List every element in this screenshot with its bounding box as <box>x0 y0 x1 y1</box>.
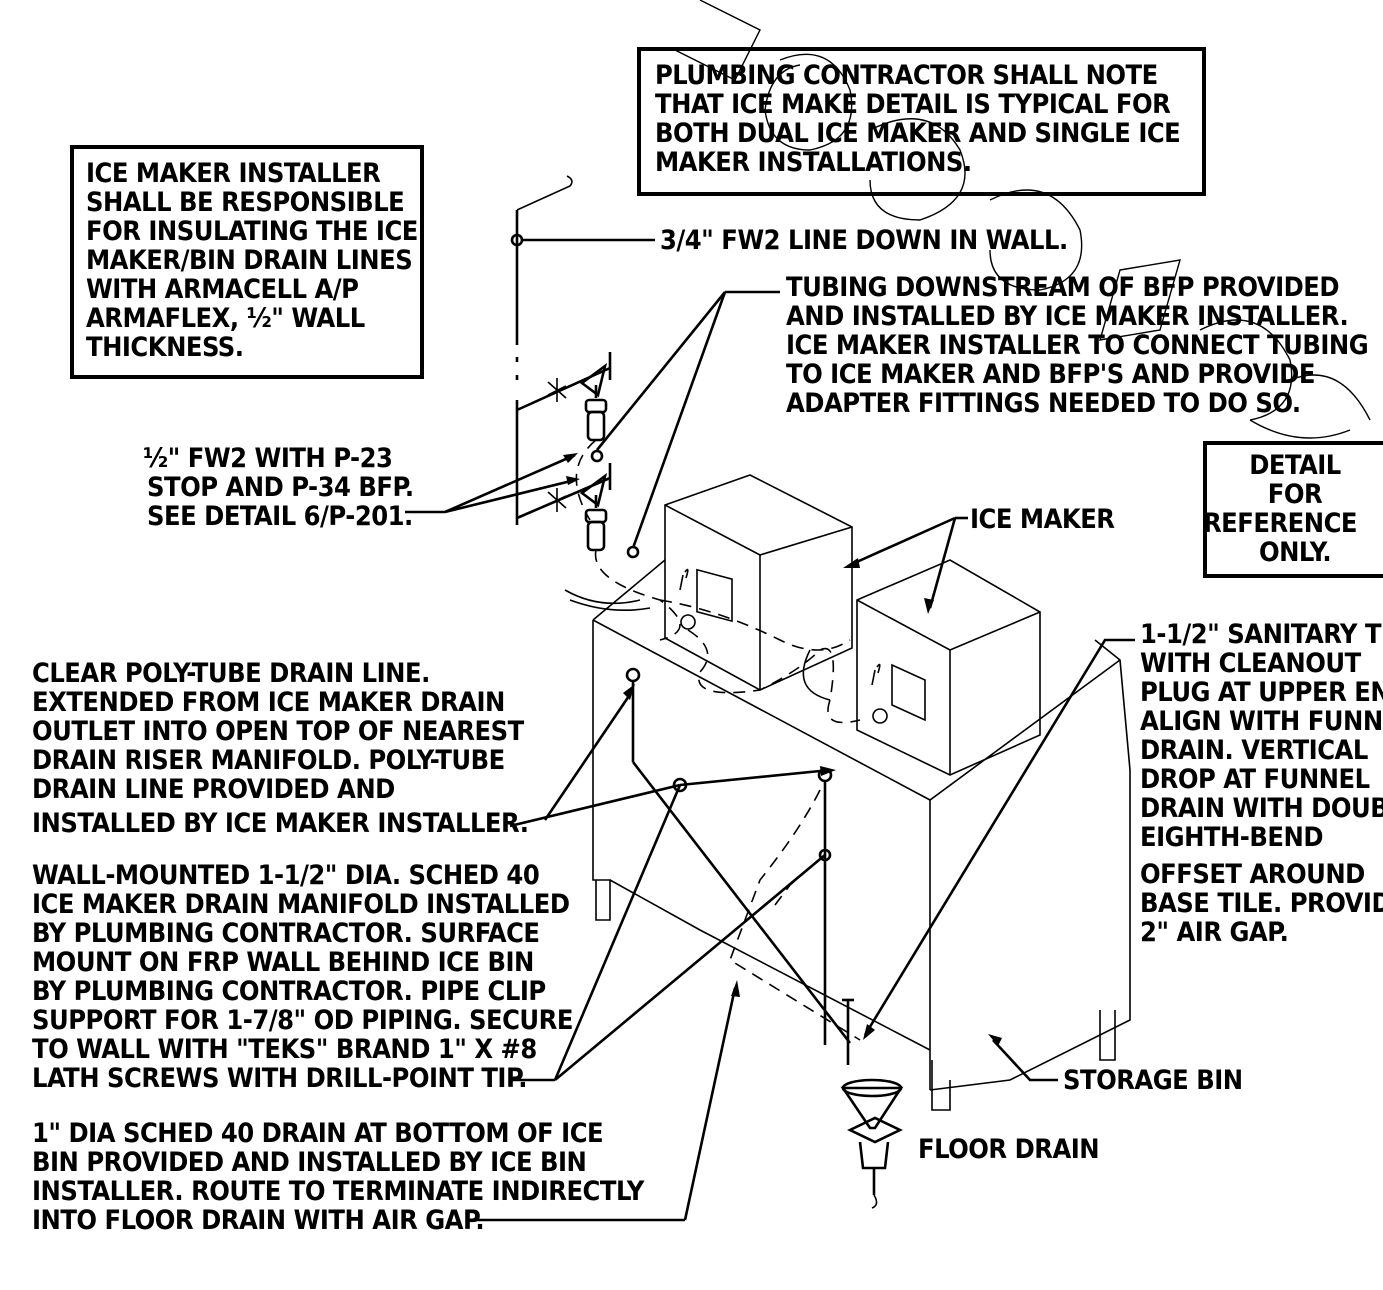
valve-icon <box>547 362 608 442</box>
note-line: DRAIN LINE PROVIDED AND <box>32 774 395 805</box>
note-line: SEE DETAIL 6/P-201. <box>147 501 413 532</box>
note-line: SUPPORT FOR 1-7/8" OD PIPING. SECURE <box>32 1005 573 1036</box>
note-line: SHALL BE RESPONSIBLE <box>86 187 404 218</box>
note-line: AND INSTALLED BY ICE MAKER INSTALLER. <box>786 301 1348 332</box>
note-line: STOP AND P-34 BFP. <box>147 472 414 503</box>
ice-maker-label: ICE MAKER <box>970 504 1115 535</box>
tubing-note: TUBING DOWNSTREAM OF BFP PROVIDED AND IN… <box>786 272 1369 419</box>
note-line: PLUMBING CONTRACTOR SHALL NOTE <box>655 60 1158 91</box>
note-line: THICKNESS. <box>86 332 244 363</box>
note-line: REFERENCE <box>1203 508 1357 539</box>
note-line: ½" FW2 WITH P-23 <box>143 443 392 474</box>
note-line: OUTLET INTO OPEN TOP OF NEAREST <box>32 716 525 747</box>
note-line: DRAIN WITH DOUBLE <box>1140 793 1383 824</box>
note-line: FOR INSULATING THE ICE <box>86 216 418 247</box>
note-line: INSTALLER. ROUTE TO TERMINATE INDIRECTLY <box>32 1176 645 1207</box>
note-line: OFFSET AROUND <box>1140 859 1365 890</box>
note-line: CLEAR POLY-TUBE DRAIN LINE. <box>32 658 430 689</box>
detail-reference-note: DETAIL FOR REFERENCE ONLY. <box>1203 450 1358 568</box>
note-line: MAKER/BIN DRAIN LINES <box>86 245 412 276</box>
note-line: ALIGN WITH FUNNEL <box>1140 706 1383 737</box>
note-line: DETAIL <box>1249 450 1341 481</box>
note-line: WALL-MOUNTED 1-1/2" DIA. SCHED 40 <box>32 860 539 891</box>
note-line: ONLY. <box>1259 537 1331 568</box>
note-line: EXTENDED FROM ICE MAKER DRAIN <box>32 687 505 718</box>
note-line: PLUG AT UPPER END. <box>1140 677 1383 708</box>
detail-reference-box <box>1203 441 1383 578</box>
plumbing-contractor-note-box <box>637 47 1206 196</box>
plumbing-contractor-note: PLUMBING CONTRACTOR SHALL NOTE THAT ICE … <box>655 60 1181 178</box>
note-line: ARMAFLEX, ½" WALL <box>86 303 365 334</box>
note-line: TO ICE MAKER AND BFP'S AND PROVIDE <box>786 359 1315 390</box>
note-line: DROP AT FUNNEL <box>1140 764 1370 795</box>
note-line: INSTALLED BY ICE MAKER INSTALLER. <box>32 808 528 839</box>
valve-icon <box>547 472 608 552</box>
note-line: 1" DIA SCHED 40 DRAIN AT BOTTOM OF ICE <box>32 1118 603 1149</box>
note-line: MOUNT ON FRP WALL BEHIND ICE BIN <box>32 947 534 978</box>
sanitary-tee-note: 1-1/2" SANITARY TEE WITH CLEANOUT PLUG A… <box>1140 619 1383 948</box>
bin-drain-note: 1" DIA SCHED 40 DRAIN AT BOTTOM OF ICE B… <box>32 1118 645 1236</box>
note-line: WITH ARMACELL A/P <box>86 274 358 305</box>
watermark <box>674 0 1371 439</box>
note-line: ICE MAKER DRAIN MANIFOLD INSTALLED <box>32 889 570 920</box>
note-line: TO WALL WITH "TEKS" BRAND 1" X #8 <box>32 1034 537 1065</box>
note-line: BY PLUMBING CONTRACTOR. PIPE CLIP <box>32 976 546 1007</box>
note-line: DRAIN RISER MANIFOLD. POLY-TUBE <box>32 745 505 776</box>
note-line: BY PLUMBING CONTRACTOR. SURFACE <box>32 918 540 949</box>
floor-drain-icon <box>840 1078 904 1209</box>
note-line: FOR <box>1268 479 1323 510</box>
ice-maker-unit <box>664 474 853 691</box>
note-line: EIGHTH-BEND <box>1140 822 1323 853</box>
floor-drain-label: FLOOR DRAIN <box>918 1134 1099 1165</box>
note-line: INTO FLOOR DRAIN WITH AIR GAP. <box>32 1205 484 1236</box>
ice-maker-unit <box>856 559 1041 776</box>
note-line: THAT ICE MAKE DETAIL IS TYPICAL FOR <box>655 89 1171 120</box>
poly-tube-note: CLEAR POLY-TUBE DRAIN LINE. EXTENDED FRO… <box>32 658 529 839</box>
note-line: BOTH DUAL ICE MAKER AND SINGLE ICE <box>655 118 1180 149</box>
note-line: 2" AIR GAP. <box>1140 917 1288 948</box>
note-line: 1-1/2" SANITARY TEE <box>1140 619 1383 650</box>
manifold-note: WALL-MOUNTED 1-1/2" DIA. SCHED 40 ICE MA… <box>32 860 573 1094</box>
storage-bin <box>592 559 1131 1111</box>
note-line: MAKER INSTALLATIONS. <box>655 147 972 178</box>
ice-maker-installer-note: ICE MAKER INSTALLER SHALL BE RESPONSIBLE… <box>86 158 418 363</box>
leader-lines <box>405 290 1135 1222</box>
note-line: ADAPTER FITTINGS NEEDED TO DO SO. <box>786 388 1301 419</box>
drain-manifold <box>625 667 854 1065</box>
ice-maker-installer-note-box <box>70 145 424 379</box>
note-line: WITH CLEANOUT <box>1140 648 1362 679</box>
storage-bin-label: STORAGE BIN <box>1063 1065 1243 1096</box>
note-line: BASE TILE. PROVIDE <box>1140 888 1383 919</box>
note-line: BIN PROVIDED AND INSTALLED BY ICE BIN <box>32 1147 586 1178</box>
note-line: LATH SCREWS WITH DRILL-POINT TIP. <box>32 1063 527 1094</box>
note-line: TUBING DOWNSTREAM OF BFP PROVIDED <box>786 272 1339 303</box>
fw2-stop-note: ½" FW2 WITH P-23 STOP AND P-34 BFP. SEE … <box>143 443 414 532</box>
note-line: ICE MAKER INSTALLER <box>86 158 381 189</box>
fw2-line-label: 3/4" FW2 LINE DOWN IN WALL. <box>660 225 1068 256</box>
note-line: DRAIN. VERTICAL <box>1140 735 1368 766</box>
note-line: ICE MAKER INSTALLER TO CONNECT TUBING <box>786 330 1368 361</box>
